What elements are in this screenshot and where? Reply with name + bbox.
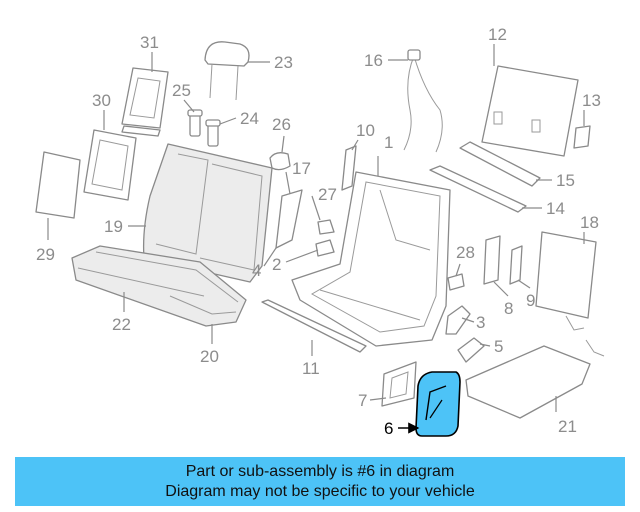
part-5-cover <box>457 337 485 363</box>
label-24: 24 <box>240 109 259 128</box>
leader-5 <box>479 343 491 347</box>
label-17: 17 <box>292 159 311 178</box>
part-12-back-board <box>481 65 579 157</box>
leader-25 <box>183 99 195 113</box>
part-17-bracket <box>275 189 303 249</box>
label-23: 23 <box>274 53 293 72</box>
label-14: 14 <box>546 199 565 218</box>
label-11: 11 <box>302 359 320 378</box>
part-31-headrest-guide <box>121 67 169 137</box>
label-18: 18 <box>580 213 599 232</box>
part-13-clip <box>573 125 591 149</box>
part-21-floor-mat <box>465 339 605 419</box>
part-16-cable <box>403 49 443 153</box>
label-1: 1 <box>384 133 393 152</box>
leader-2 <box>285 249 319 263</box>
label-15: 15 <box>556 171 575 190</box>
leader-10 <box>351 139 359 151</box>
part-28-clip <box>447 273 465 291</box>
seat-parts-diagram: 1 2 3 4 5 6 7 8 9 10 11 12 13 14 15 16 1… <box>35 25 605 438</box>
part-30-back-panel <box>83 129 137 201</box>
part-29-side-panel <box>35 151 81 219</box>
leader-9 <box>517 279 531 289</box>
label-21: 21 <box>558 417 577 436</box>
part-22-cushion <box>71 245 247 327</box>
part-2-bracket <box>315 239 335 257</box>
leader-4 <box>263 247 277 267</box>
info-banner: Part or sub-assembly is #6 in diagram Di… <box>15 457 625 506</box>
label-31: 31 <box>140 33 159 52</box>
leader-27 <box>311 195 321 221</box>
label-7: 7 <box>358 391 367 410</box>
leader-24 <box>219 117 237 125</box>
part-10-bracket <box>341 145 357 191</box>
part-14-rail <box>429 165 527 213</box>
label-28: 28 <box>456 243 475 262</box>
leader-8 <box>493 281 509 297</box>
part-19-seatback <box>142 143 273 283</box>
part-26-cap <box>269 152 291 171</box>
label-22: 22 <box>112 315 131 334</box>
label-29: 29 <box>36 245 55 264</box>
part-15-rail <box>459 141 541 187</box>
part-24-guide <box>205 119 221 147</box>
part-3-cover <box>445 305 471 335</box>
label-10: 10 <box>356 121 375 140</box>
part-23-headrest <box>204 41 250 101</box>
label-16: 16 <box>364 51 383 70</box>
label-25: 25 <box>172 81 191 100</box>
label-27: 27 <box>318 185 337 204</box>
label-13: 13 <box>582 91 601 110</box>
leader-28 <box>455 263 461 277</box>
leader-26 <box>281 135 285 153</box>
label-19: 19 <box>104 217 123 236</box>
banner-line-2: Diagram may not be specific to your vehi… <box>165 482 475 500</box>
label-5: 5 <box>494 337 503 356</box>
part-11-trim <box>261 299 367 353</box>
label-8: 8 <box>504 299 513 318</box>
label-4: 4 <box>252 261 261 280</box>
label-9: 9 <box>526 291 535 310</box>
part-8-trim <box>483 235 501 285</box>
part-25-guide <box>187 109 203 137</box>
leader-3 <box>461 317 475 323</box>
label-6: 6 <box>384 419 393 438</box>
label-30: 30 <box>92 91 111 110</box>
label-3: 3 <box>476 313 485 332</box>
label-20: 20 <box>200 347 219 366</box>
part-1-seat-frame <box>291 171 451 347</box>
leader-17 <box>285 171 291 195</box>
leader-7 <box>369 397 387 401</box>
part-6-highlighted[interactable] <box>415 371 461 437</box>
part-9-trim <box>509 245 523 285</box>
part-18-side-board <box>535 231 597 331</box>
label-12: 12 <box>488 25 507 44</box>
label-26: 26 <box>272 115 291 134</box>
label-2: 2 <box>272 255 281 274</box>
banner-line-1: Part or sub-assembly is #6 in diagram <box>185 462 455 480</box>
part-27-clip <box>317 219 335 235</box>
part-7-bracket <box>381 361 417 407</box>
